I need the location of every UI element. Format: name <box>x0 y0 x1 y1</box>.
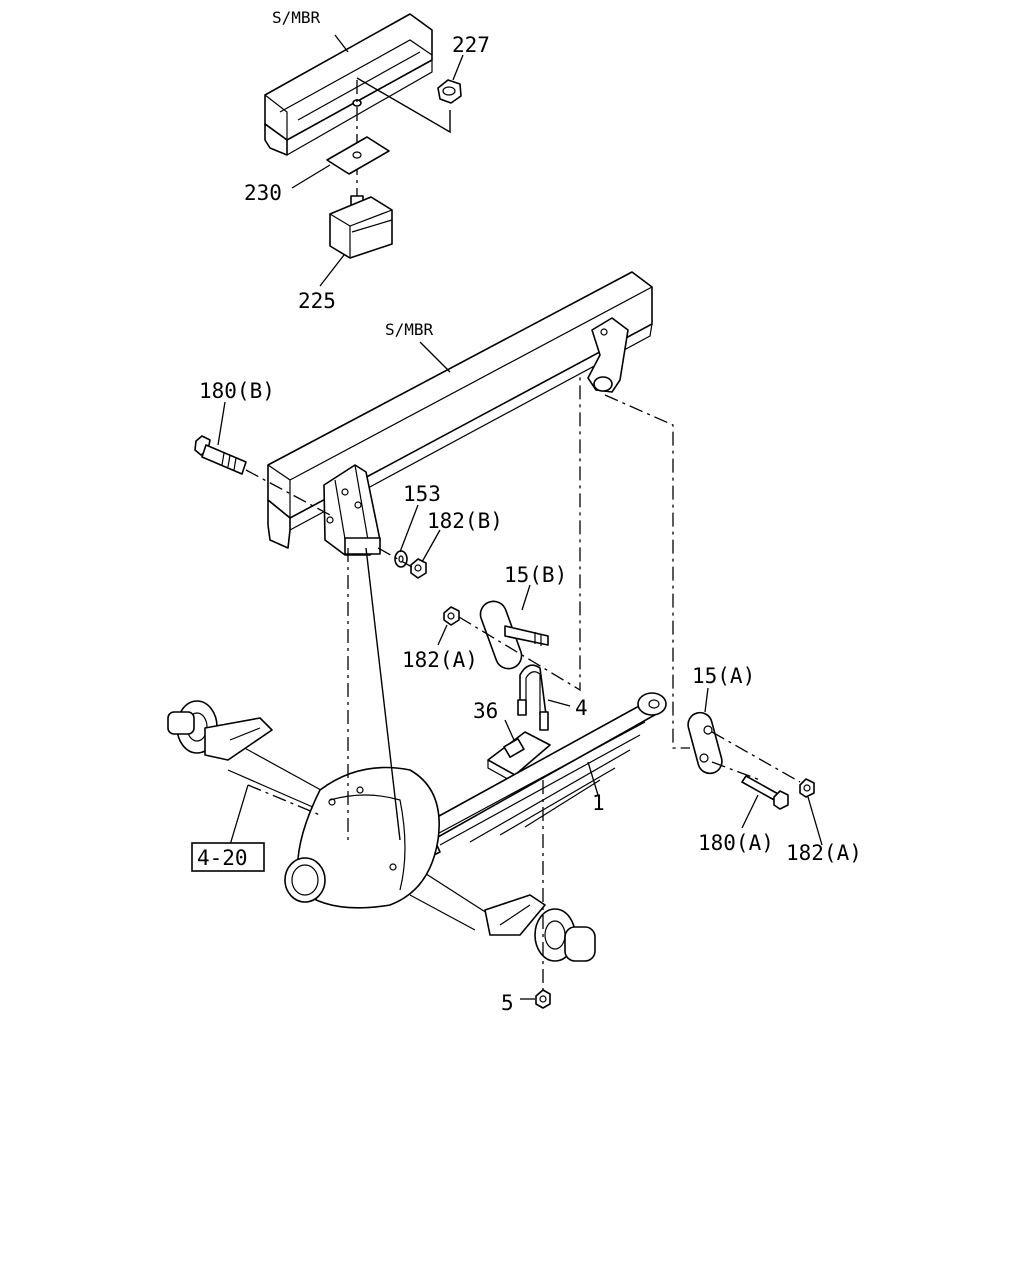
front-hanger-bracket <box>323 464 381 556</box>
label-230: 230 <box>244 181 282 205</box>
centerline-15a <box>711 731 801 783</box>
centerline-rear-bracket <box>604 394 690 749</box>
u-bolt-4 <box>517 664 549 731</box>
bolt-180b <box>194 435 247 475</box>
centerline-15b <box>458 375 581 692</box>
side-member-top <box>264 13 433 156</box>
axle-right-flange <box>484 894 596 962</box>
rear-shackle-bracket <box>587 317 629 393</box>
label-182b: 182(B) <box>427 509 503 533</box>
label-182a-left: 182(A) <box>402 648 478 672</box>
axle-left-flange <box>167 700 273 761</box>
label-180b: 180(B) <box>199 379 275 403</box>
label-ref-4-20: 4-20 <box>197 846 248 870</box>
label-153: 153 <box>403 482 441 506</box>
label-182a-right: 182(A) <box>786 841 862 865</box>
label-smbr-top: S/MBR <box>272 8 321 27</box>
spring-pad-36 <box>487 731 551 785</box>
centerline-153 <box>377 547 413 568</box>
label-5: 5 <box>501 991 514 1015</box>
centerline-180b <box>245 469 331 516</box>
centerline-180a <box>711 761 761 781</box>
leader-front-eye <box>365 547 401 841</box>
leader-lines <box>217 34 823 1000</box>
shackle-plate-15b <box>479 600 549 670</box>
label-227: 227 <box>452 33 490 57</box>
bolt-180a <box>741 775 789 810</box>
leader-227-bolt-line <box>356 77 451 134</box>
rear-axle-housing <box>227 739 491 931</box>
label-36: 36 <box>473 699 498 723</box>
label-4: 4 <box>575 696 588 720</box>
nut-227 <box>437 79 462 104</box>
side-member-frame <box>267 271 653 549</box>
nut-182a-right <box>799 778 815 798</box>
label-15a: 15(A) <box>692 664 755 688</box>
nut-182a-left <box>443 606 460 626</box>
nut-182b <box>410 558 427 579</box>
label-180a: 180(A) <box>698 831 774 855</box>
shackle-plate-15a <box>687 711 723 775</box>
centerline-420 <box>247 784 321 816</box>
ref-box-4-20 <box>191 842 265 872</box>
bump-stopper-225 <box>329 195 393 259</box>
label-15b: 15(B) <box>504 563 567 587</box>
plate-230 <box>326 136 390 175</box>
label-225: 225 <box>298 289 336 313</box>
label-smbr-frame: S/MBR <box>385 320 434 339</box>
label-1: 1 <box>592 791 605 815</box>
nut-5 <box>535 989 551 1009</box>
